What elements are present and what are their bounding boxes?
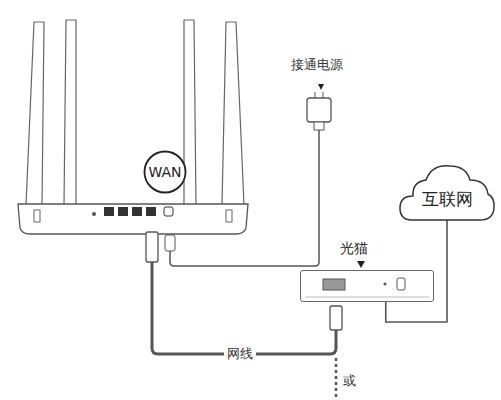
power-cable <box>170 130 319 266</box>
modem-detail <box>301 271 435 303</box>
node-text: 互联网 <box>422 188 473 211</box>
modem-body <box>300 270 434 302</box>
antennas <box>26 20 244 205</box>
dotted-cable <box>335 358 338 400</box>
device-heading: 光猫 <box>340 240 368 258</box>
router <box>18 204 248 234</box>
power-adapter <box>307 84 331 130</box>
node-text: WAN <box>148 164 181 180</box>
rj45-plug <box>146 232 158 262</box>
callout-circle: WAN <box>143 150 187 194</box>
annotation-label: 接通电源 <box>288 56 346 74</box>
cable-label: 网线 <box>224 345 256 363</box>
cloud-shape: 互联网 <box>398 160 496 224</box>
power-plug <box>165 235 175 251</box>
pointer-arrow <box>357 261 365 268</box>
annotation-label: 或 <box>340 372 359 390</box>
modem-box: 光猫 <box>300 236 434 304</box>
rj45-plug <box>330 306 342 330</box>
